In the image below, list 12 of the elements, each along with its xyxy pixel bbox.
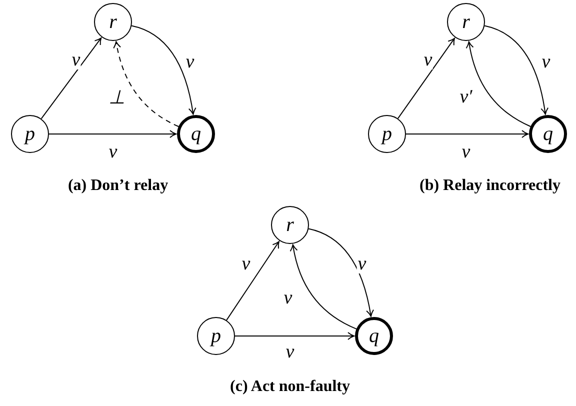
subfigure-caption: (b) Relay incorrectly xyxy=(420,178,560,194)
node-label: p xyxy=(382,124,392,144)
node-label: p xyxy=(25,124,35,144)
node-label: r xyxy=(109,12,117,32)
subfigure-caption: (c) Act non-faulty xyxy=(230,379,350,395)
subfigure-caption: (a) Don’t relay xyxy=(68,178,168,194)
node-label: r xyxy=(462,12,470,32)
node-label: p xyxy=(211,326,221,346)
node-label: q xyxy=(369,326,379,346)
node-label: r xyxy=(286,215,294,235)
node-label: q xyxy=(191,124,201,144)
node-label: q xyxy=(543,124,553,144)
